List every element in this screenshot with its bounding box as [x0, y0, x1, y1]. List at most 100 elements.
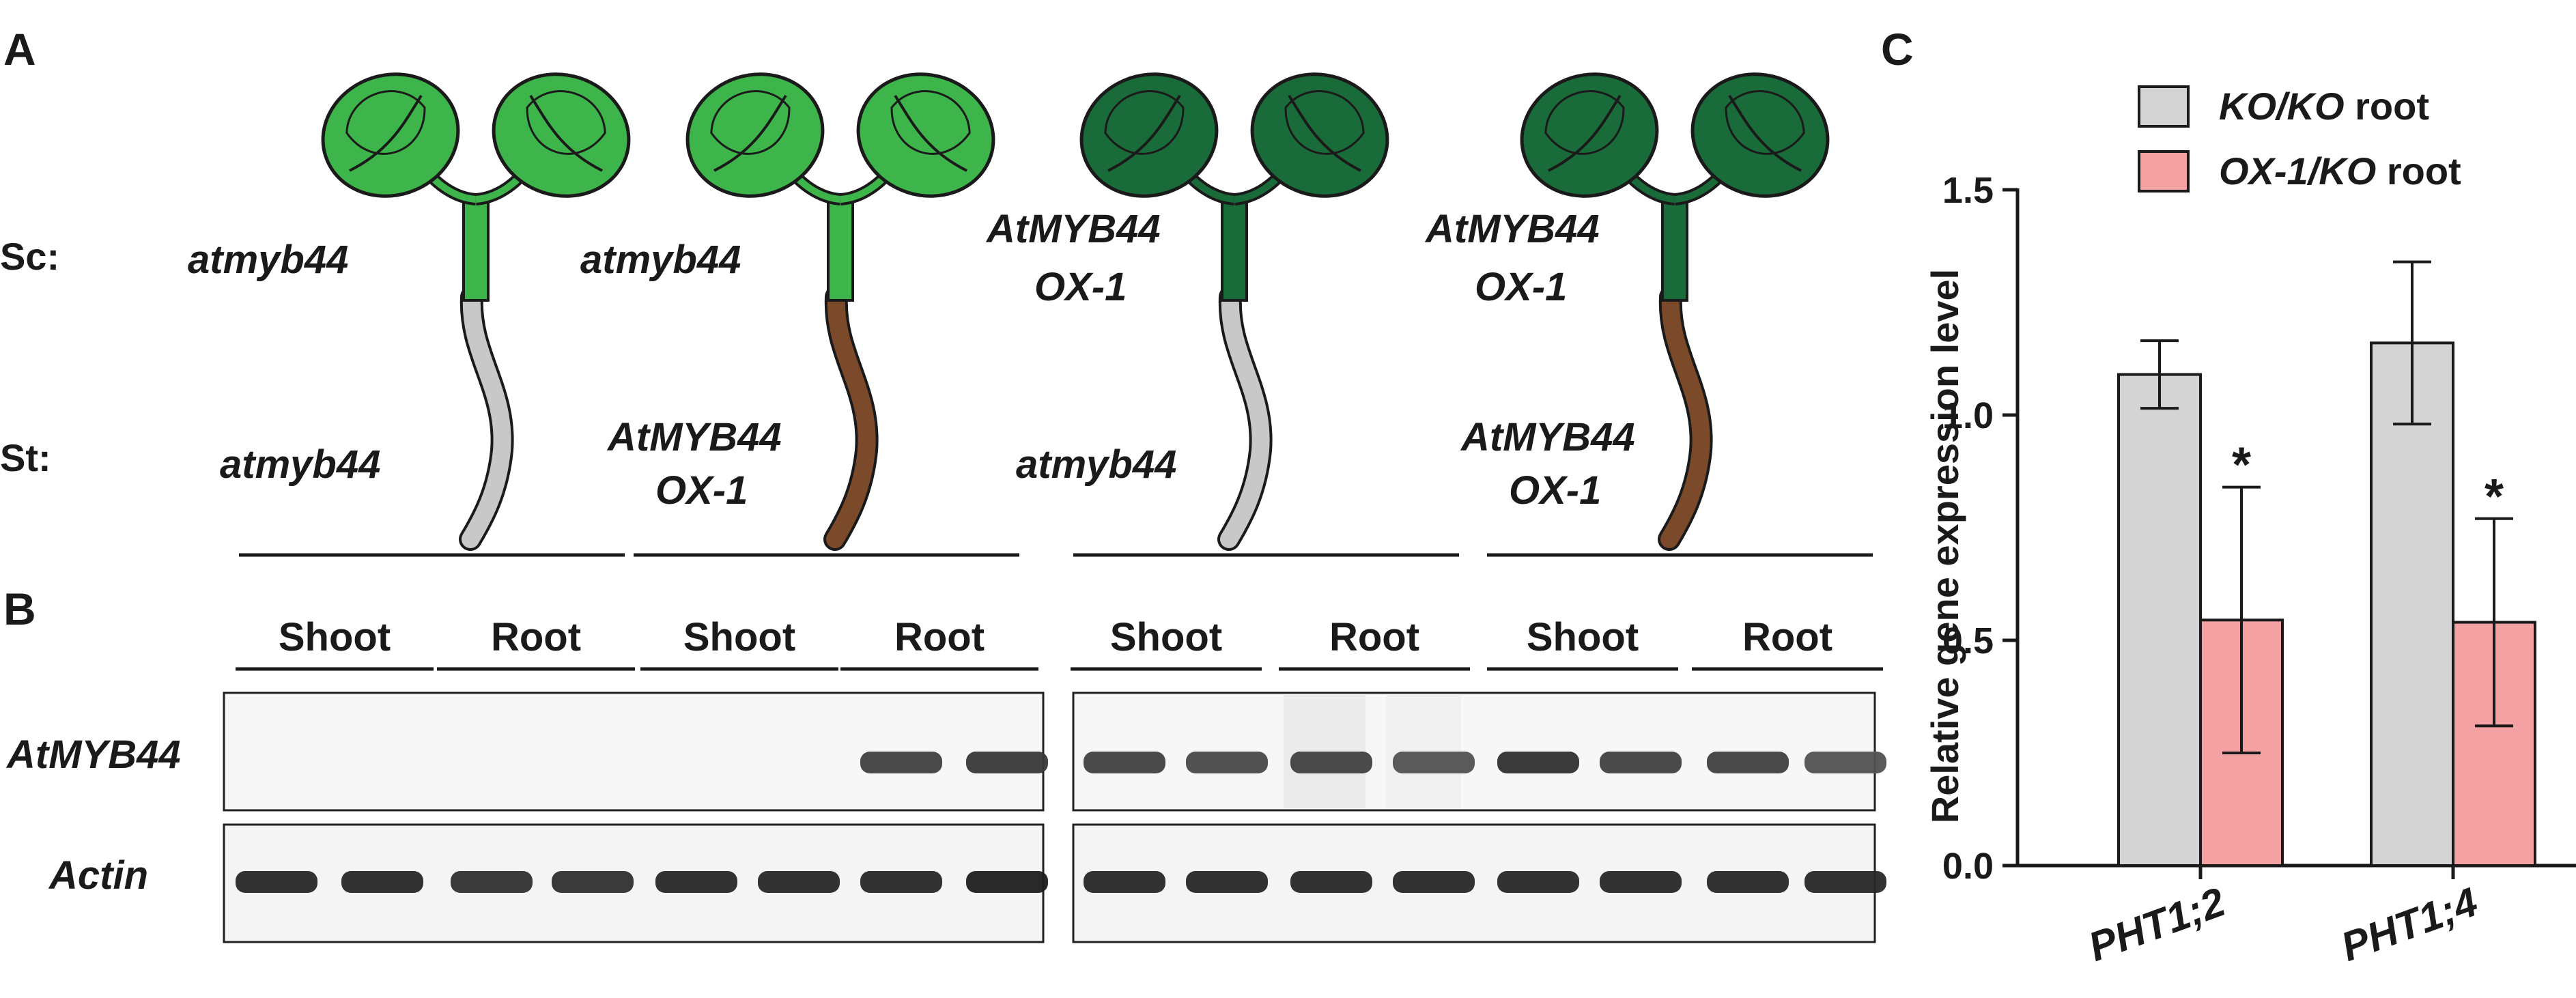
scion-genotype-1: atmyb44 — [188, 238, 348, 282]
gel-band — [1186, 752, 1268, 773]
stock-genotype-4-line1: AtMYB44 — [1460, 415, 1635, 459]
tissue-label-shoot: Shoot — [1110, 615, 1222, 659]
gel-band — [1600, 871, 1682, 893]
legend-label-ox: OX-1/KO root — [2219, 149, 2461, 193]
cotyledon-vein-loop — [1725, 90, 1805, 155]
cotyledon-vein-loop — [1284, 90, 1365, 155]
gene-label-atmyb44: AtMYB44 — [5, 732, 181, 777]
scion-genotype-4-line1: AtMYB44 — [1424, 207, 1600, 251]
bar-ko-1 — [2117, 373, 2202, 867]
gel-images — [223, 692, 1886, 943]
y-tick-label: 1.5 — [1942, 170, 1994, 211]
x-category-label: PHT1;2 — [2082, 879, 2231, 970]
seedling-3 — [1079, 72, 1389, 551]
gel-band — [1393, 752, 1475, 773]
panel-c-label: C — [1881, 24, 1914, 74]
cotyledon-vein-loop — [890, 90, 971, 155]
gel-band — [236, 871, 317, 893]
gel-band — [966, 752, 1048, 773]
cotyledon-midvein — [349, 94, 423, 172]
seedling-4 — [1520, 72, 1830, 551]
gel-band — [1804, 871, 1886, 893]
y-tick-label: 0.5 — [1942, 621, 1994, 661]
scion-genotype-2: atmyb44 — [580, 238, 741, 282]
cotyledon-vein-loop — [710, 90, 791, 155]
tissue-label-root: Root — [894, 615, 985, 659]
x-category-label: PHT1;4 — [2335, 879, 2483, 970]
gel-band — [1186, 871, 1268, 893]
tissue-label-root: Root — [491, 615, 581, 659]
scion-genotype-3-line2: OX-1 — [1034, 265, 1127, 309]
cotyledon-midvein — [529, 94, 603, 172]
bar-chart: 0.0 0.5 1.0 1.5 * PHT1;2 * PHT1;4 — [1942, 170, 2576, 970]
gel-band — [966, 871, 1048, 893]
cotyledon-vein-loop — [1104, 90, 1185, 155]
gel-band — [1497, 752, 1579, 773]
panel-a-label: A — [3, 24, 36, 74]
scion-genotype-4-line2: OX-1 — [1475, 265, 1567, 309]
stock-genotype-2-line1: AtMYB44 — [606, 415, 782, 459]
gel-band — [860, 752, 942, 773]
gel-band — [1600, 752, 1682, 773]
stock-genotype-4-line2: OX-1 — [1509, 468, 1601, 513]
cotyledon-vein-loop — [1544, 90, 1625, 155]
cotyledon-midvein — [1107, 94, 1181, 172]
seedling-root — [826, 288, 876, 548]
gel-band — [1290, 871, 1372, 893]
scion-genotype-3-line1: AtMYB44 — [985, 207, 1161, 251]
gel-band — [1804, 752, 1886, 773]
gel-band — [1707, 752, 1789, 773]
gel-band — [341, 871, 423, 893]
gel-band — [1497, 871, 1579, 893]
gel-band — [552, 871, 634, 893]
gel-band — [1393, 871, 1475, 893]
gel-band — [758, 871, 840, 893]
gel-band — [655, 871, 737, 893]
panel-b-label: B — [3, 584, 36, 634]
gene-label-actin: Actin — [48, 853, 148, 898]
cotyledon-midvein — [1288, 94, 1361, 172]
seedling-2 — [685, 72, 995, 551]
cotyledon-midvein — [894, 94, 967, 172]
tissue-label-shoot: Shoot — [1527, 615, 1639, 659]
stock-genotype-3: atmyb44 — [1016, 442, 1176, 487]
significance-star: * — [2232, 438, 2251, 493]
seedling-hypocotyl — [827, 197, 854, 302]
legend-swatch-ko — [2138, 85, 2190, 128]
tissue-label-shoot: Shoot — [683, 615, 795, 659]
seedling-1 — [321, 72, 631, 551]
seedling-hypocotyl — [1221, 197, 1248, 302]
seedling-hypocotyl — [1661, 197, 1688, 302]
gel-band — [1707, 871, 1789, 893]
gel-band — [1084, 871, 1165, 893]
legend-swatch-ox — [2138, 150, 2190, 193]
tissue-label-shoot: Shoot — [279, 615, 391, 659]
stock-label: St: — [0, 436, 51, 479]
seedling-root — [1660, 288, 1710, 548]
tissue-label-group: Shoot Root Shoot Root Shoot Root Shoot Root — [236, 615, 1883, 671]
seedling-root — [462, 288, 511, 548]
cotyledon-midvein — [1548, 94, 1622, 172]
gel-band — [860, 871, 942, 893]
gel-band — [451, 871, 533, 893]
stock-genotype-2-line2: OX-1 — [655, 468, 748, 513]
significance-star: * — [2485, 470, 2504, 524]
y-axis-title: Relative gene expression level — [1923, 269, 1966, 823]
gel-band — [1290, 752, 1372, 773]
cotyledon-midvein — [1728, 94, 1802, 172]
cotyledon-vein-loop — [526, 90, 606, 155]
seedling-root — [1220, 288, 1270, 548]
gel-band — [1084, 752, 1165, 773]
stock-genotype-1: atmyb44 — [220, 442, 380, 487]
seedlings-group — [321, 72, 1830, 551]
tissue-label-root: Root — [1329, 615, 1419, 659]
cotyledon-vein-loop — [345, 90, 426, 155]
seedling-hypocotyl — [462, 197, 490, 302]
scion-label: Sc: — [0, 235, 59, 278]
tissue-label-root: Root — [1742, 615, 1832, 659]
y-tick-label: 0.0 — [1942, 846, 1994, 887]
legend-label-ko: KO/KO root — [2219, 85, 2429, 128]
cotyledon-midvein — [713, 94, 787, 172]
y-tick-label: 1.0 — [1942, 395, 1994, 436]
